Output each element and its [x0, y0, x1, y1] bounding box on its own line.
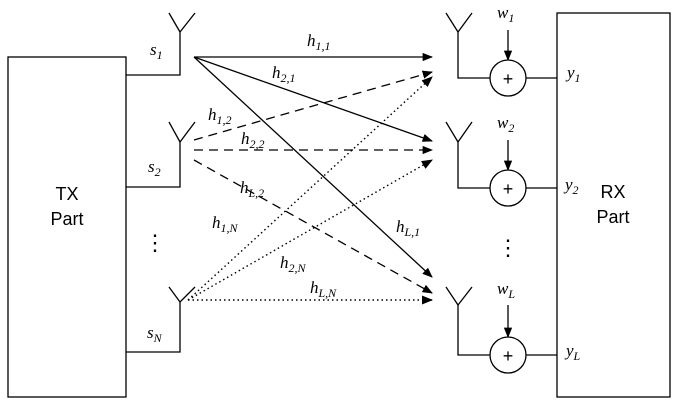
channel-label-hln: hL,N [310, 278, 337, 300]
tx-part-box [7, 56, 127, 398]
noise-label-wl: wL [497, 279, 515, 301]
input-label-s1: s1 [150, 40, 163, 62]
tx-ellipsis: ⋮ [144, 230, 166, 255]
output-label-y1: y1 [565, 63, 581, 85]
tx-label-line2: Part [50, 209, 83, 229]
channel-label-h12: h1,2 [208, 105, 232, 127]
tx-antenna-2 [126, 121, 196, 188]
channel-label-hl1: hL,1 [396, 217, 420, 239]
rx-ellipsis: ⋮ [497, 235, 519, 260]
channel-label-h22: h2,2 [241, 129, 265, 151]
channel-label-h11: h1,1 [307, 31, 331, 53]
rx-label-line2: Part [596, 207, 629, 227]
rx-label-line1: RX [600, 182, 625, 202]
channel-hl2-arrow [193, 159, 433, 294]
rx-chain-l: + [445, 286, 557, 374]
tx-label-line1: TX [55, 184, 78, 204]
rx-chain-2: + [445, 121, 557, 207]
output-label-y2: y2 [563, 175, 579, 197]
rx-part-box [556, 12, 671, 398]
channel-label-h21: h2,1 [272, 63, 296, 85]
tx-antenna-1 [126, 12, 196, 76]
adder-l-symbol: + [503, 346, 514, 366]
input-label-sn: sN [147, 323, 163, 345]
noise-label-w1: w1 [497, 3, 514, 25]
channel-label-h2n: h2,N [280, 253, 307, 275]
output-label-yl: yL [564, 341, 581, 363]
adder-2-symbol: + [503, 179, 514, 199]
channel-h2n-arrow [187, 159, 433, 301]
channel-label-h1n: h1,N [212, 213, 239, 235]
channel-h1n-arrow [187, 76, 433, 301]
rx-chain-1: + [445, 12, 557, 97]
input-label-s2: s2 [148, 157, 161, 179]
tx-antenna-n [126, 286, 196, 353]
channel-hl1-arrow [193, 56, 433, 278]
channel-h21-arrow [193, 56, 433, 142]
noise-label-w2: w2 [497, 113, 514, 135]
channel-label-hl2: hL,2 [240, 178, 264, 200]
adder-1-symbol: + [503, 69, 514, 89]
channel-h12-arrow [193, 70, 433, 141]
